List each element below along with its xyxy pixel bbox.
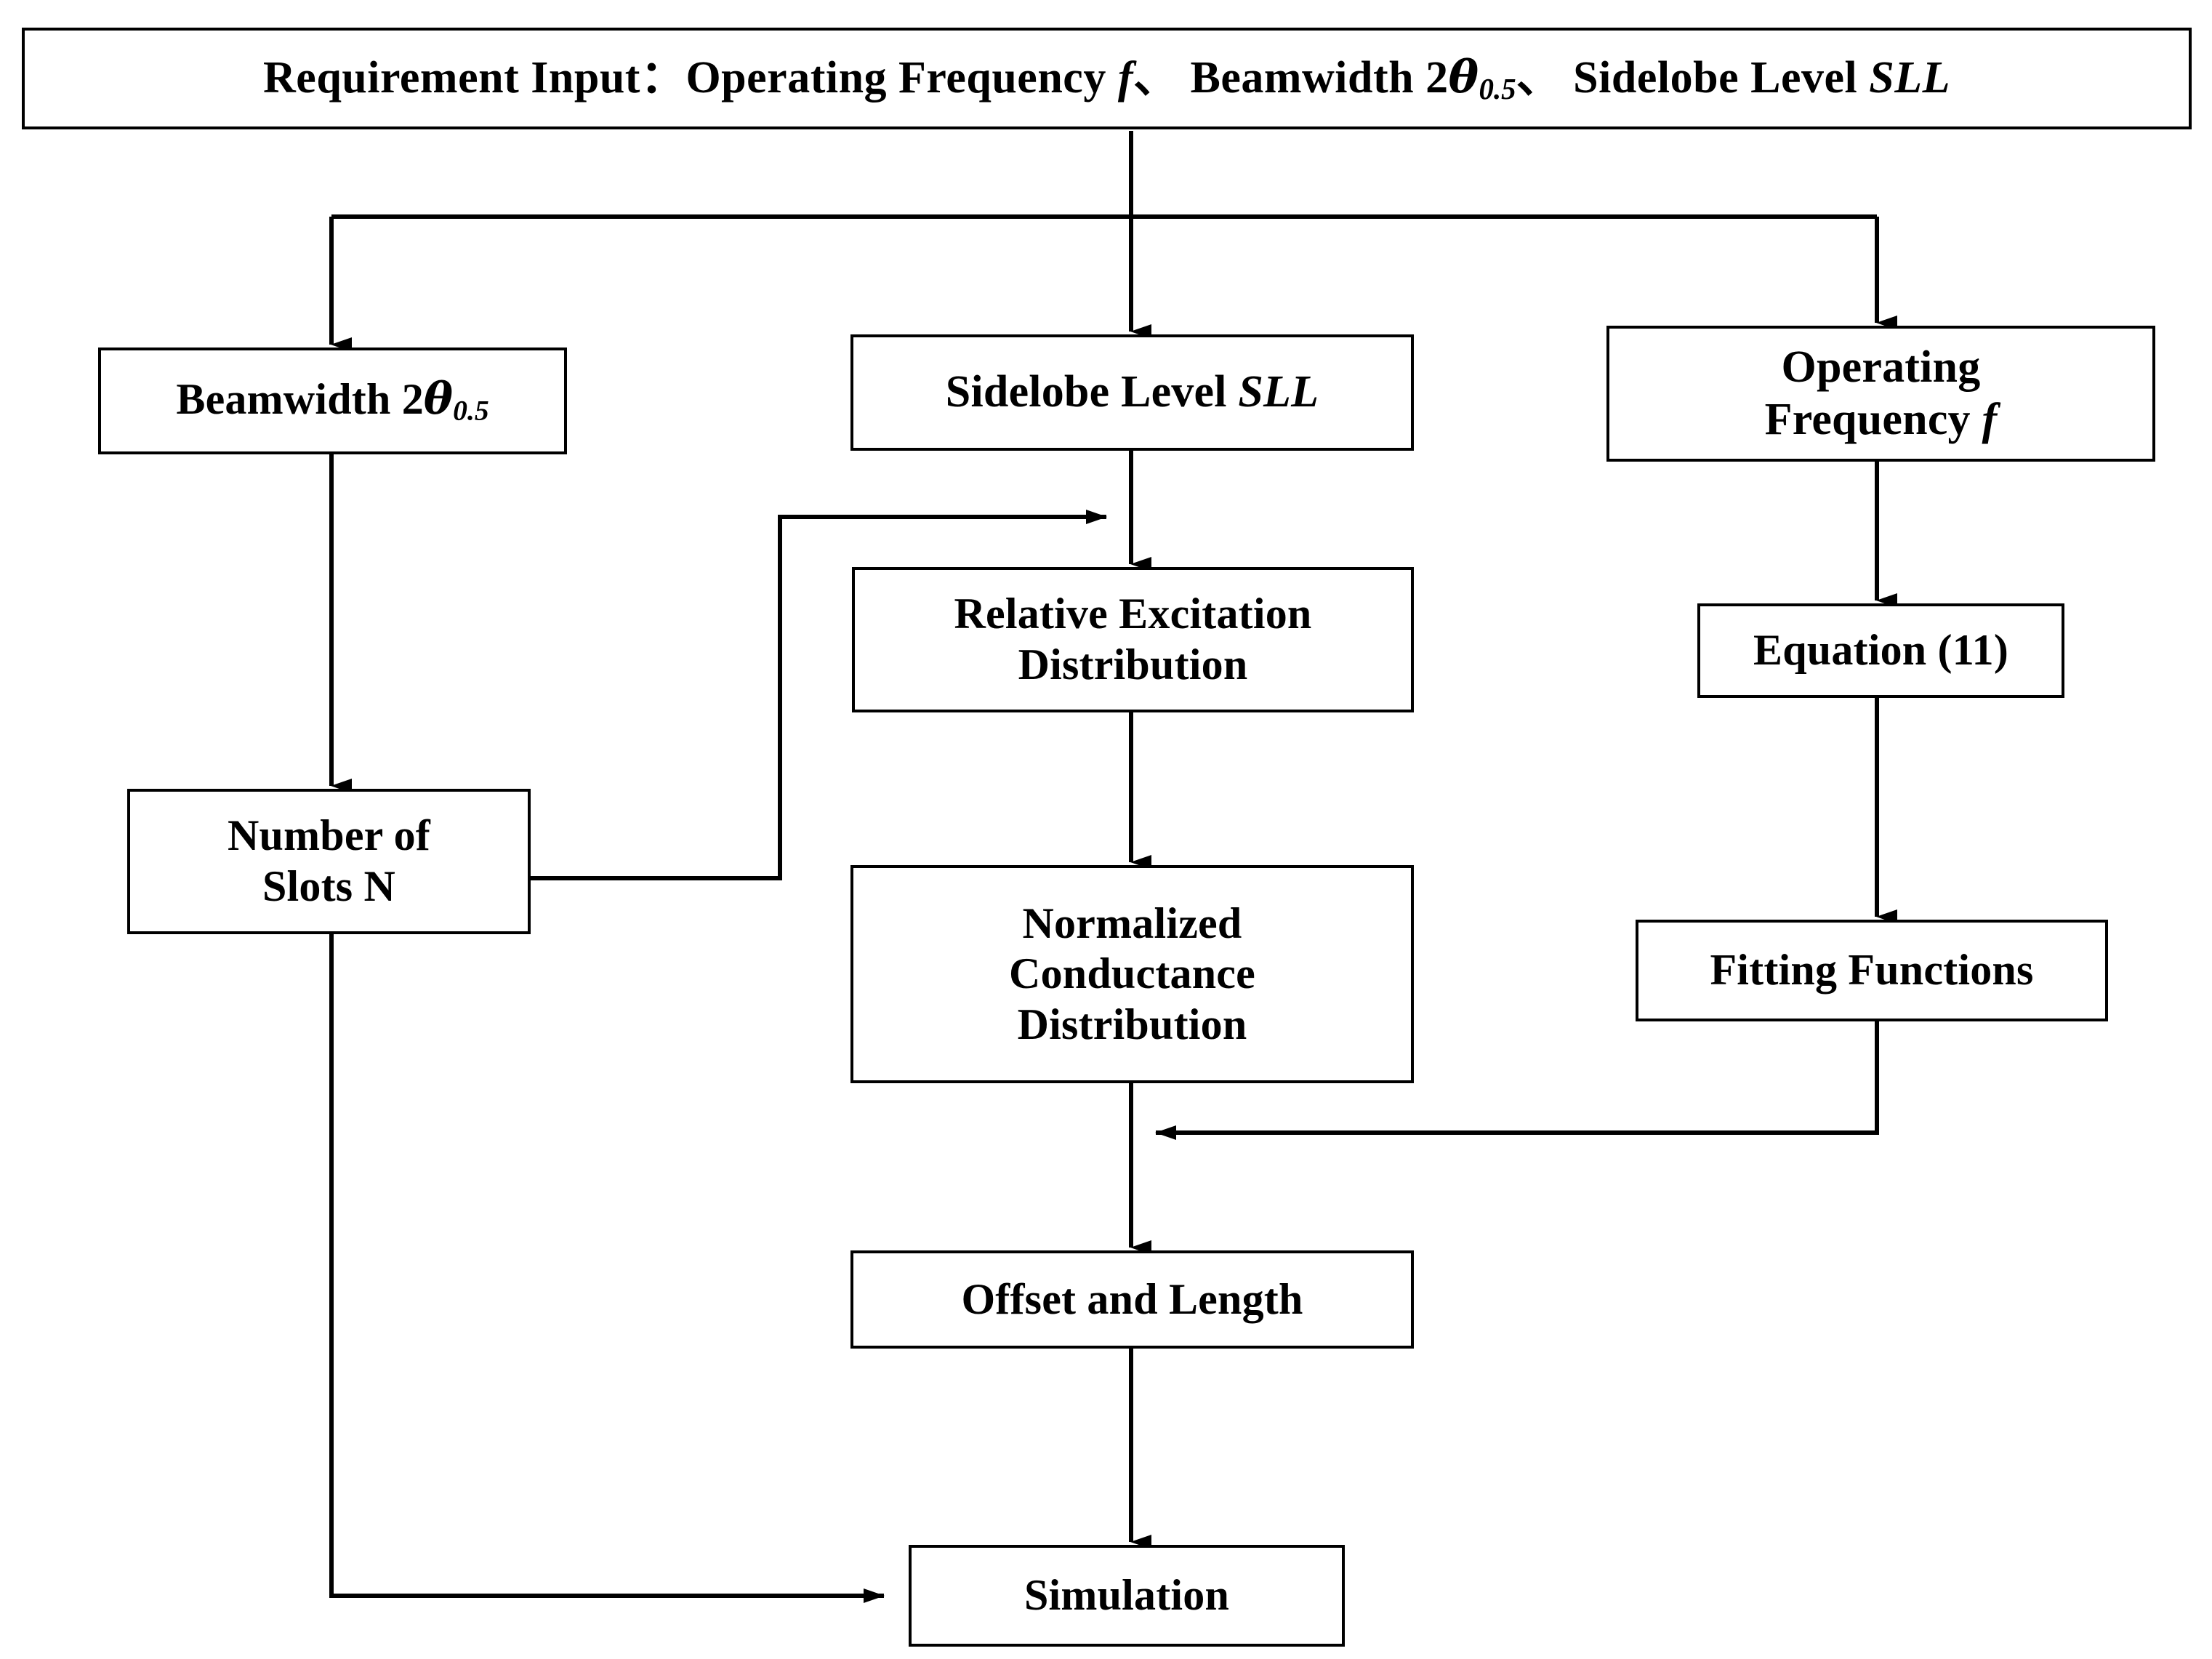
edge-slots-to-relative-join <box>531 510 1107 880</box>
equation-11-box: Equation (11) <box>1697 603 2064 698</box>
number-of-slots-line2: Slots N <box>262 862 396 910</box>
sidelobe-level-label: Sidelobe Level SLL <box>946 366 1319 419</box>
theta-subscript: 0.5 <box>453 394 489 427</box>
requirement-input-item3: Sidelobe Level <box>1573 52 1870 103</box>
fitting-functions-box: Fitting Functions <box>1636 920 2108 1021</box>
simulation-box: Simulation <box>909 1545 1345 1647</box>
theta-symbol: θ <box>1448 49 1479 103</box>
separator-2: 、 <box>1516 52 1562 103</box>
fitting-functions-label: Fitting Functions <box>1710 946 2034 995</box>
normalized-conductance-distribution-box: Normalized Conductance Distribution <box>850 865 1414 1083</box>
requirement-input-item1: Operating Frequency <box>685 52 1118 103</box>
sidelobe-level-text: Sidelobe Level <box>945 367 1239 417</box>
relative-excitation-label: Relative Excitation Distribution <box>954 589 1311 690</box>
operating-frequency-line2: Frequency <box>1764 394 1982 444</box>
offset-and-length-box: Offset and Length <box>850 1250 1414 1349</box>
normalized-conductance-label: Normalized Conductance Distribution <box>1009 899 1255 1051</box>
sidelobe-level-box: Sidelobe Level SLL <box>850 334 1414 451</box>
relative-excitation-line1: Relative Excitation <box>954 590 1312 638</box>
normalized-conductance-line2: Conductance <box>1009 949 1255 998</box>
frequency-symbol: f <box>1982 394 1998 444</box>
number-of-slots-label: Number of Slots N <box>228 811 430 912</box>
relative-excitation-distribution-box: Relative Excitation Distribution <box>852 567 1414 712</box>
requirement-input-label: Requirement Input：Operating Frequency f、… <box>263 49 1950 106</box>
theta-symbol: θ <box>423 373 454 425</box>
requirement-input-box: Requirement Input：Operating Frequency f、… <box>22 28 2192 129</box>
beamwidth-label: Beamwidth 2θ0.5 <box>176 374 488 428</box>
offset-and-length-label: Offset and Length <box>961 1274 1303 1323</box>
equation-11-label: Equation (11) <box>1753 626 2009 675</box>
beamwidth-box: Beamwidth 2θ0.5 <box>98 348 567 454</box>
normalized-conductance-line3: Distribution <box>1017 1000 1247 1048</box>
separator-1: 、 <box>1133 52 1179 103</box>
normalized-conductance-line1: Normalized <box>1022 899 1242 947</box>
number-of-slots-line1: Number of <box>227 811 430 860</box>
operating-frequency-box: Operating Frequency f <box>1606 326 2155 462</box>
sll-symbol: SLL <box>1869 52 1950 103</box>
frequency-symbol: f <box>1117 52 1133 103</box>
beamwidth-text: Beamwidth 2 <box>176 374 424 423</box>
relative-excitation-line2: Distribution <box>1018 640 1248 688</box>
requirement-input-item2: Beamwidth 2 <box>1190 52 1449 103</box>
theta-subscript: 0.5 <box>1479 72 1516 105</box>
requirement-input-prefix: Requirement Input： <box>263 52 686 103</box>
edge-slots-to-simulation <box>329 934 885 1603</box>
edge-fitting-to-offset-join <box>1155 1021 1879 1140</box>
sll-symbol: SLL <box>1238 367 1319 417</box>
operating-frequency-label: Operating Frequency f <box>1765 342 1998 446</box>
number-of-slots-box: Number of Slots N <box>127 789 531 934</box>
operating-frequency-line1: Operating <box>1781 342 1981 392</box>
simulation-label: Simulation <box>1023 1571 1230 1620</box>
